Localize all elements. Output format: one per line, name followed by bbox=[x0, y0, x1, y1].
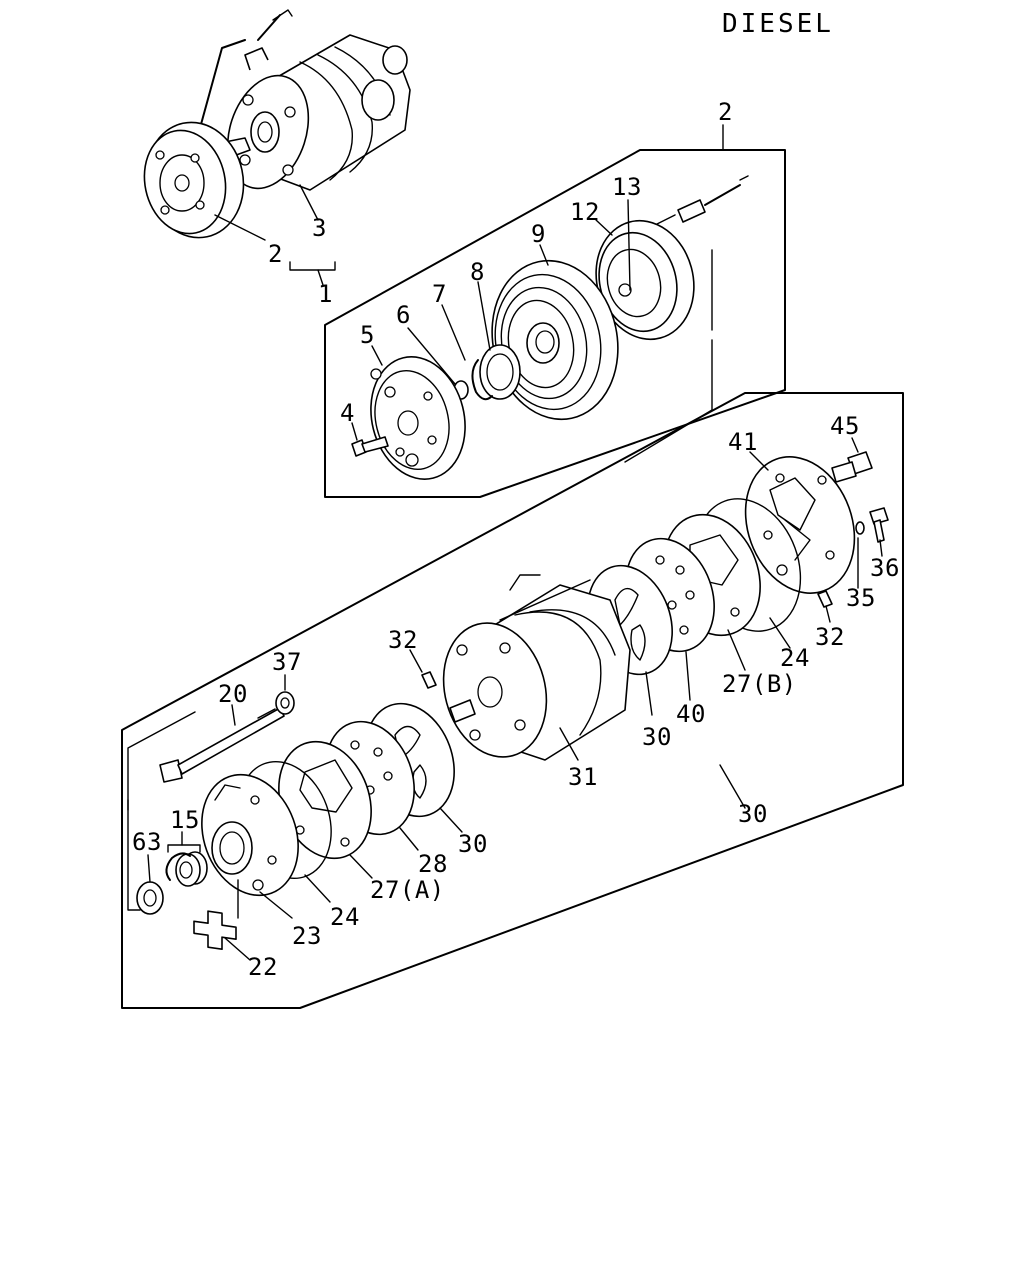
callout-30-right: 30 bbox=[642, 723, 672, 751]
callout-5: 5 bbox=[360, 321, 375, 349]
part-31-cylinder-block bbox=[442, 574, 631, 761]
callout-36: 36 bbox=[870, 554, 900, 582]
leader-30b bbox=[645, 671, 653, 716]
callout-41: 41 bbox=[728, 428, 758, 456]
callout-24-left: 24 bbox=[330, 903, 360, 931]
part-32-pin-right bbox=[817, 590, 833, 608]
part-22-cross-tool bbox=[193, 910, 237, 951]
leader-41 bbox=[749, 451, 769, 471]
leader-20 bbox=[231, 704, 236, 726]
callout-3-group: 30 bbox=[738, 800, 768, 828]
group-box-clutch bbox=[324, 149, 786, 498]
wire-lead bbox=[199, 39, 246, 129]
leader-24a bbox=[304, 874, 331, 903]
leader-31 bbox=[559, 727, 579, 761]
callout-22: 22 bbox=[248, 953, 278, 981]
leader-63 bbox=[147, 854, 151, 883]
group-box-compressor bbox=[121, 392, 904, 1009]
callout-2-group: 2 bbox=[718, 98, 733, 126]
callout-4: 4 bbox=[340, 399, 355, 427]
part-15-snap-ring bbox=[165, 852, 191, 881]
part-15-shaft-seal bbox=[175, 851, 208, 887]
leader-27a bbox=[349, 854, 373, 879]
part-63-seal-cap bbox=[136, 881, 164, 915]
part-13-lead-wire bbox=[654, 175, 749, 226]
part-35-oring bbox=[855, 521, 865, 535]
part-12-field-coil bbox=[595, 219, 695, 341]
clutch-pulley bbox=[143, 121, 245, 239]
leader-27b bbox=[727, 629, 746, 671]
callout-45: 45 bbox=[830, 412, 860, 440]
leader-22 bbox=[224, 937, 251, 961]
callout-9: 9 bbox=[531, 220, 546, 248]
part-45-bolt bbox=[831, 451, 873, 483]
callout-32-right: 32 bbox=[815, 623, 845, 651]
part-20-through-bolt bbox=[159, 707, 285, 783]
callout-40: 40 bbox=[676, 700, 706, 728]
callout-27a: 27(A) bbox=[370, 876, 445, 904]
compressor-assembly bbox=[224, 9, 411, 191]
leader-4 bbox=[351, 422, 358, 441]
sub-bracket-left bbox=[127, 711, 196, 911]
leader-3a bbox=[299, 184, 319, 221]
leader-30a bbox=[439, 807, 463, 833]
callout-24-right: 24 bbox=[780, 644, 810, 672]
leader-32a bbox=[409, 649, 423, 673]
callout-27b: 27(B) bbox=[722, 670, 797, 698]
part-7-snap-ring bbox=[471, 359, 493, 401]
leader-8 bbox=[477, 281, 491, 351]
callout-6: 6 bbox=[396, 301, 411, 329]
diagram-title: DIESEL bbox=[722, 9, 834, 39]
leader-45 bbox=[851, 437, 859, 453]
leader-28 bbox=[399, 827, 419, 851]
bracket-15 bbox=[167, 844, 201, 853]
leader-5 bbox=[371, 345, 383, 366]
leader-24b bbox=[769, 617, 791, 649]
callout-1: 1 bbox=[318, 280, 333, 308]
callout-30-left: 30 bbox=[458, 830, 488, 858]
axis-line-lower bbox=[624, 339, 713, 463]
part-41-rear-head bbox=[744, 456, 856, 594]
callout-35: 35 bbox=[846, 584, 876, 612]
leader-23 bbox=[259, 891, 293, 919]
part-4-bolt bbox=[351, 436, 389, 457]
leader-13 bbox=[627, 199, 631, 291]
leader-3b bbox=[719, 764, 746, 809]
callout-7: 7 bbox=[432, 280, 447, 308]
part-32-pin-left bbox=[421, 671, 437, 689]
leader-40 bbox=[685, 651, 691, 701]
bracket-1 bbox=[289, 261, 336, 271]
callout-32-left: 32 bbox=[388, 626, 418, 654]
callout-20: 20 bbox=[218, 680, 248, 708]
part-23-front-head bbox=[201, 773, 299, 897]
callout-13: 13 bbox=[612, 173, 642, 201]
leader-32b bbox=[825, 605, 831, 623]
leader-7 bbox=[441, 304, 466, 361]
callout-31: 31 bbox=[568, 763, 598, 791]
callout-8: 8 bbox=[470, 258, 485, 286]
leader-9 bbox=[539, 244, 549, 266]
callout-15: 15 bbox=[170, 806, 200, 834]
callout-2: 2 bbox=[268, 240, 283, 268]
leader-2a bbox=[214, 214, 266, 241]
part-5-drive-plate bbox=[370, 356, 466, 480]
leader-12 bbox=[595, 219, 613, 236]
part-9-pulley bbox=[491, 259, 619, 421]
callout-3: 3 bbox=[312, 214, 327, 242]
part-36-bolt bbox=[869, 507, 889, 543]
leader-36 bbox=[879, 539, 883, 557]
callout-28: 28 bbox=[418, 850, 448, 878]
callout-63: 63 bbox=[132, 828, 162, 856]
leader-1 bbox=[317, 269, 324, 286]
callout-12: 12 bbox=[570, 198, 600, 226]
callout-23: 23 bbox=[292, 922, 322, 950]
callout-37: 37 bbox=[272, 648, 302, 676]
